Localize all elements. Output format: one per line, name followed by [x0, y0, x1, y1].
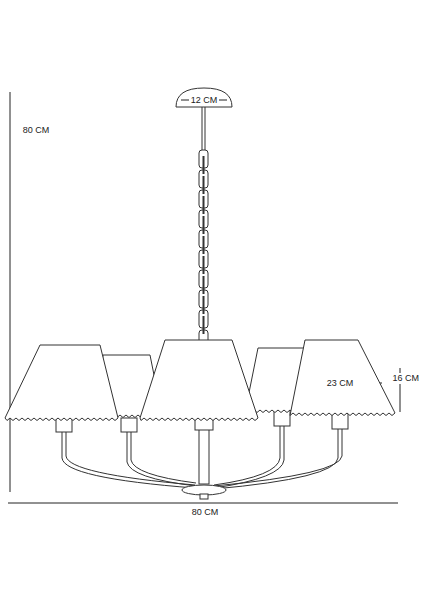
ceiling-canopy	[176, 88, 232, 107]
rod	[205, 107, 206, 150]
dimension-label: 80 CM	[190, 507, 221, 518]
arms	[62, 425, 342, 499]
dimension-label: 23 CM	[325, 378, 356, 389]
chain	[199, 150, 208, 348]
lamp-shade	[140, 340, 258, 421]
dimension-line	[10, 92, 11, 492]
dimension-label: 80 CM	[21, 125, 52, 136]
dimension-label: 12 CM	[189, 95, 220, 106]
chain-link	[203, 156, 205, 174]
chain-link	[203, 236, 205, 254]
chain-link	[203, 196, 205, 214]
chain-link	[203, 316, 205, 334]
lamp-shade	[5, 345, 118, 421]
chain-link	[203, 296, 205, 314]
dimension-label: 16 CM	[390, 373, 421, 384]
chain-link	[203, 176, 205, 194]
dimension-line	[8, 503, 398, 504]
chain-link	[203, 216, 205, 234]
rod	[202, 107, 203, 150]
chain-link	[203, 276, 205, 294]
chain-link	[203, 256, 205, 274]
lamp-shade	[290, 340, 395, 416]
lamp-shades	[5, 340, 395, 421]
